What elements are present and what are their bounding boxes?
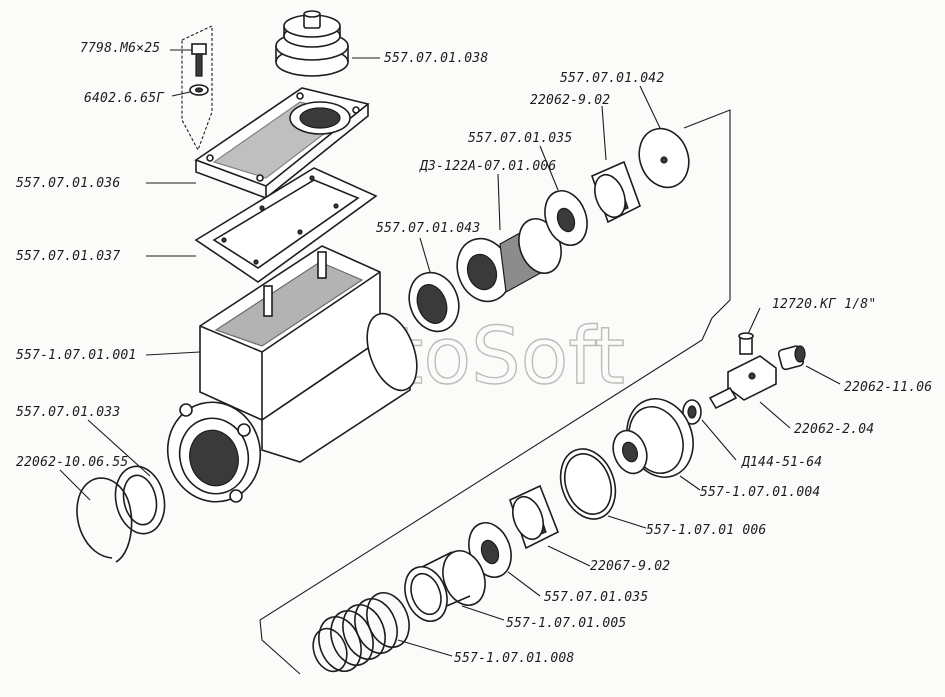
label-seal-043: 557.07.01.043: [376, 221, 480, 236]
label-sleeve: 22062-11.06: [844, 380, 932, 395]
label-ring-033: 557.07.01.033: [16, 405, 120, 420]
label-cap: 557.07.01.038: [384, 51, 488, 66]
label-piston: ДЗ-122А-07.01.006: [419, 159, 556, 174]
spring-seat-005: [404, 550, 486, 622]
washer-d144: [682, 399, 702, 425]
bolt-and-washer: [181, 25, 213, 152]
spring-008: [312, 592, 410, 673]
label-cover: 557.07.01.036: [16, 176, 120, 191]
label-valve-004: 557-1.07.01.004: [700, 485, 820, 500]
label-bolt: 7798.М6×25: [80, 41, 160, 56]
piston: [456, 218, 562, 303]
ring-006: [559, 448, 617, 520]
disc-042: [638, 127, 690, 189]
gasket: [194, 167, 378, 283]
label-washer: 6402.6.65Г: [84, 91, 165, 106]
label-snap-ring: 22062-10.06.55: [16, 455, 128, 470]
label-fitting-plug: 12720.КГ 1/8": [772, 297, 876, 312]
label-washer-d144: Д144-51-64: [741, 455, 822, 470]
seal-043: [408, 271, 460, 333]
valve-004: [612, 398, 694, 478]
label-nut-902-bottom: 22067-9.02: [590, 559, 670, 574]
label-housing: 557-1.07.01.001: [16, 348, 136, 363]
ring-033: [114, 465, 166, 535]
snap-ring: [76, 477, 133, 563]
cap-part: [275, 10, 349, 77]
fitting-assembly: [708, 332, 806, 410]
cup-035-top: [544, 190, 588, 246]
nut-902-top: [591, 160, 641, 224]
label-cup-035-top: 557.07.01.035: [468, 131, 572, 146]
label-gasket: 557.07.01.037: [16, 249, 120, 264]
label-disc-042: 557.07.01.042: [560, 71, 664, 86]
label-fitting-204: 22062-2.04: [794, 422, 874, 437]
label-ring-006: 557-1.07.01 006: [646, 523, 766, 538]
nut-902-bottom: [509, 484, 560, 550]
label-nut-902-top: 22062-9.02: [530, 93, 610, 108]
leader-lines: [59, 49, 841, 657]
label-spring-seat: 557-1.07.01.005: [506, 616, 626, 631]
label-spring: 557-1.07.01.008: [454, 651, 574, 666]
cover-plate: [194, 87, 370, 200]
housing: [166, 245, 418, 503]
label-cup-035-bottom: 557.07.01.035: [544, 590, 648, 605]
part-labels: 7798.М6×25 6402.6.65Г 557.07.01.038 557.…: [16, 41, 932, 666]
